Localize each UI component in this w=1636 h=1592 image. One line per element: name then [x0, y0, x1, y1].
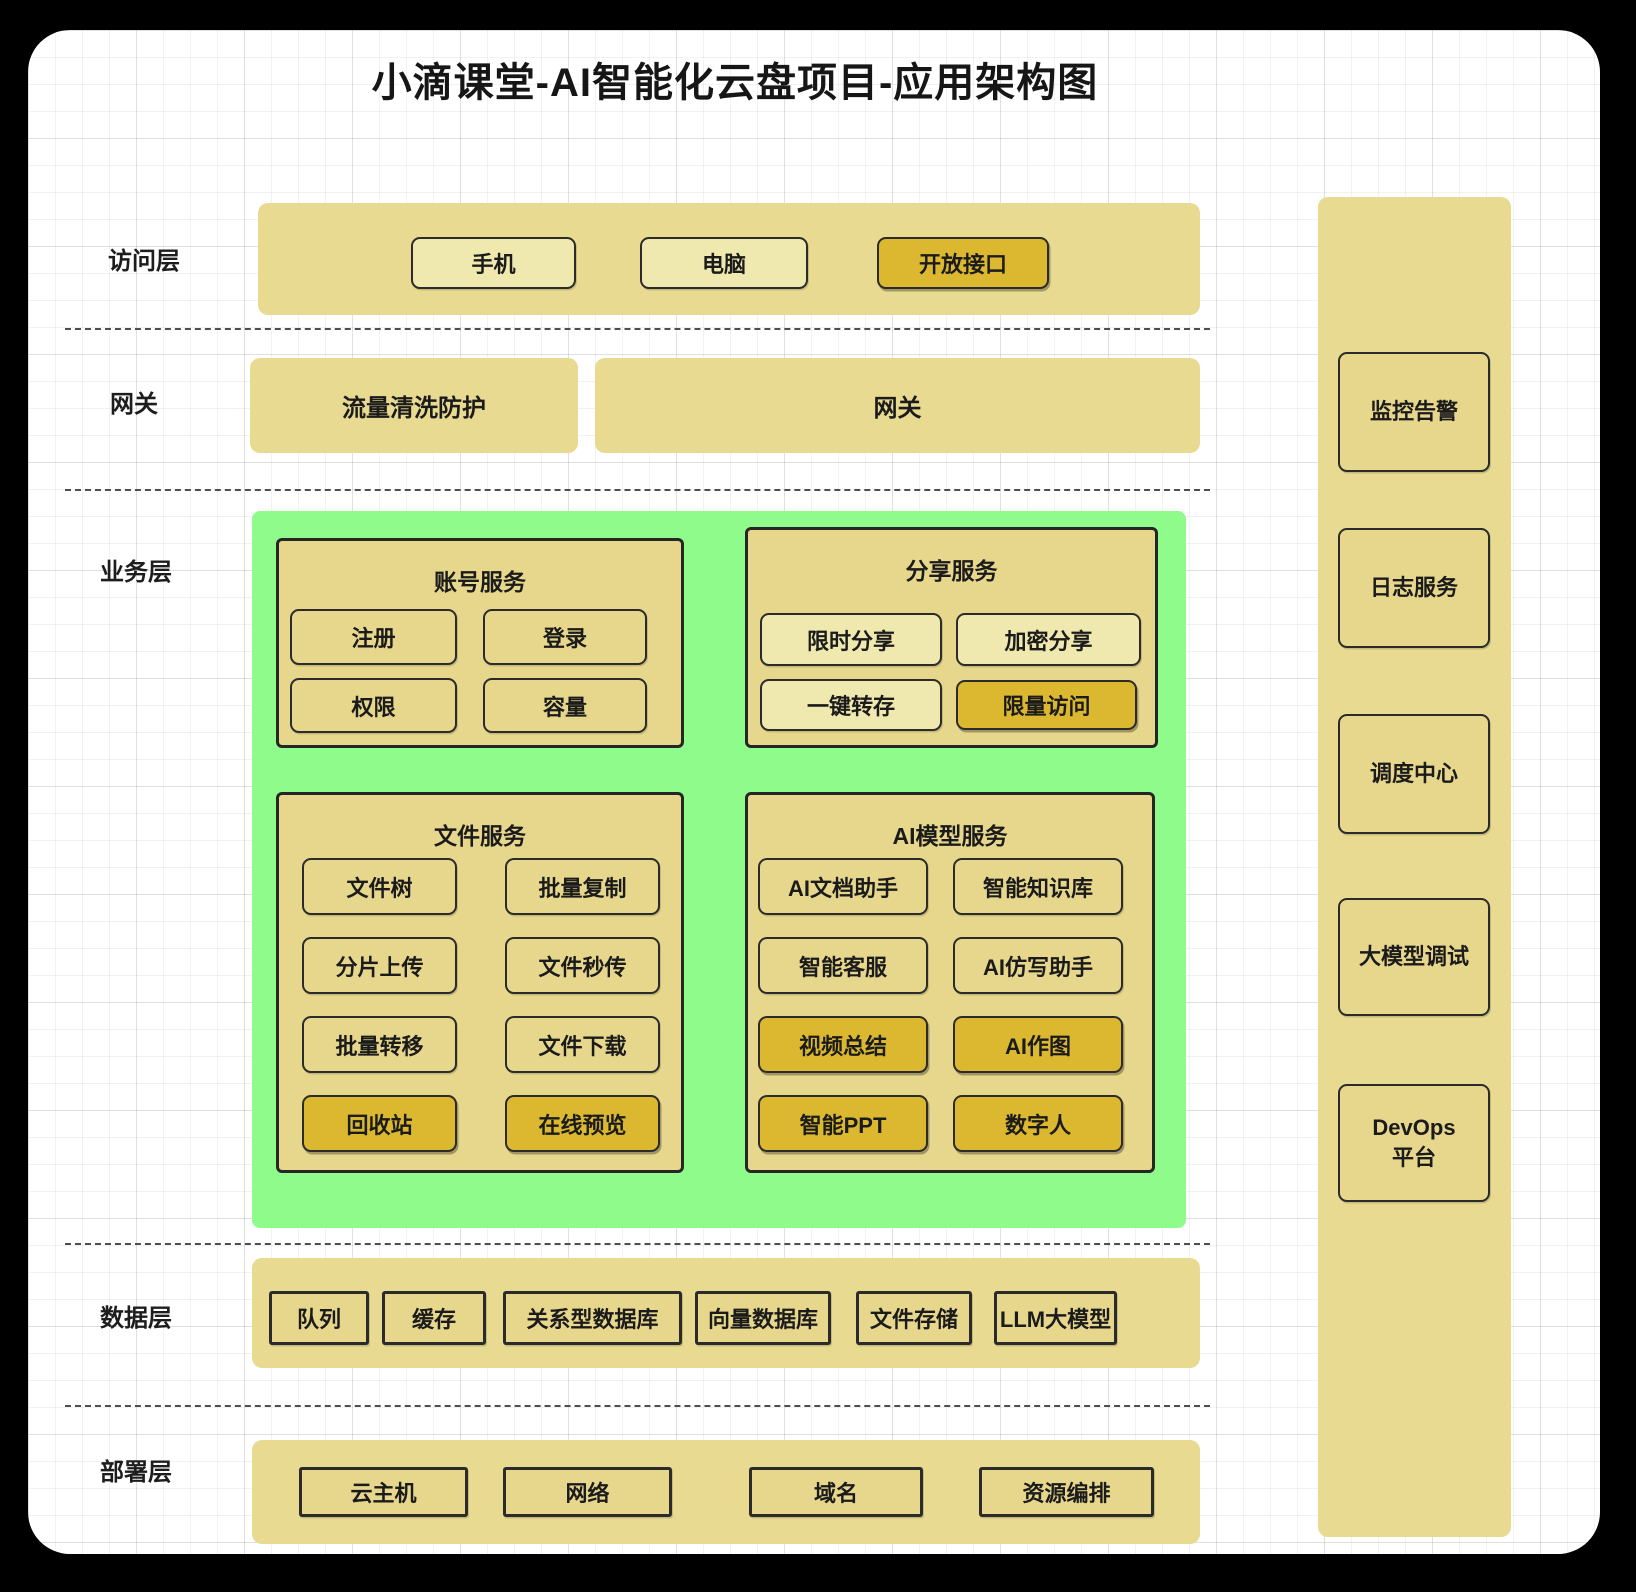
node-devops-platform: DevOps 平台 — [1338, 1084, 1490, 1202]
node-traffic-cleaning: 流量清洗防护 — [250, 358, 578, 453]
layer-label-data: 数据层 — [100, 1305, 172, 1332]
node-llm: LLM大模型 — [994, 1291, 1117, 1345]
node-cloud-host: 云主机 — [299, 1467, 468, 1517]
node-ai-writing-assistant: AI仿写助手 — [953, 937, 1123, 994]
node-quota: 容量 — [483, 678, 647, 733]
node-log-service: 日志服务 — [1338, 528, 1490, 648]
node-ai-drawing: AI作图 — [953, 1016, 1123, 1073]
node-relational-db: 关系型数据库 — [503, 1291, 682, 1345]
node-llm-debug: 大模型调试 — [1338, 898, 1490, 1016]
node-register: 注册 — [290, 609, 457, 665]
node-mobile: 手机 — [411, 237, 576, 289]
diagram-title: 小滴课堂-AI智能化云盘项目-应用架构图 — [371, 61, 1099, 105]
node-resource-orchestration: 资源编排 — [979, 1467, 1154, 1517]
node-ai-doc-assistant: AI文档助手 — [758, 858, 928, 915]
node-encrypted-share: 加密分享 — [956, 613, 1141, 666]
node-permission: 权限 — [290, 678, 457, 733]
node-rate-limited-access: 限量访问 — [956, 680, 1137, 730]
panel-title-account: 账号服务 — [434, 569, 526, 595]
node-batch-copy: 批量复制 — [505, 858, 660, 915]
node-gateway: 网关 — [595, 358, 1200, 453]
node-recycle-bin: 回收站 — [302, 1095, 457, 1152]
node-open-api: 开放接口 — [877, 237, 1049, 289]
node-chunk-upload: 分片上传 — [302, 937, 457, 994]
panel-title-share: 分享服务 — [905, 558, 998, 584]
node-cache: 缓存 — [382, 1291, 486, 1345]
node-file-storage: 文件存储 — [856, 1291, 972, 1345]
node-queue: 队列 — [269, 1291, 369, 1345]
layer-label-gateway: 网关 — [110, 391, 158, 418]
panel-title-ai-model: AI模型服务 — [892, 823, 1008, 849]
layer-label-access: 访问层 — [108, 248, 180, 275]
node-instant-upload: 文件秒传 — [505, 937, 660, 994]
layer-label-business: 业务层 — [100, 559, 172, 586]
node-vector-db: 向量数据库 — [695, 1291, 831, 1345]
node-network: 网络 — [503, 1467, 672, 1517]
divider-data-deploy — [65, 1405, 1210, 1407]
divider-gateway-business — [65, 489, 1210, 491]
node-time-limited-share: 限时分享 — [760, 613, 942, 666]
node-video-summary: 视频总结 — [758, 1016, 928, 1073]
node-knowledge-base: 智能知识库 — [953, 858, 1123, 915]
node-batch-move: 批量转移 — [302, 1016, 457, 1073]
node-file-tree: 文件树 — [302, 858, 457, 915]
divider-access-gateway — [65, 328, 1210, 330]
node-scheduler-center: 调度中心 — [1338, 714, 1490, 834]
divider-business-data — [65, 1243, 1210, 1245]
node-ai-customer-service: 智能客服 — [758, 937, 928, 994]
panel-title-file: 文件服务 — [434, 823, 526, 849]
node-domain: 域名 — [749, 1467, 923, 1517]
node-file-download: 文件下载 — [505, 1016, 660, 1073]
node-monitoring-alert: 监控告警 — [1338, 352, 1490, 472]
layer-label-deploy: 部署层 — [100, 1459, 172, 1486]
node-ai-ppt: 智能PPT — [758, 1095, 928, 1152]
node-pc: 电脑 — [640, 237, 808, 289]
node-one-click-transfer: 一键转存 — [760, 679, 942, 731]
node-digital-human: 数字人 — [953, 1095, 1123, 1152]
node-login: 登录 — [483, 609, 647, 665]
node-online-preview: 在线预览 — [505, 1095, 660, 1152]
